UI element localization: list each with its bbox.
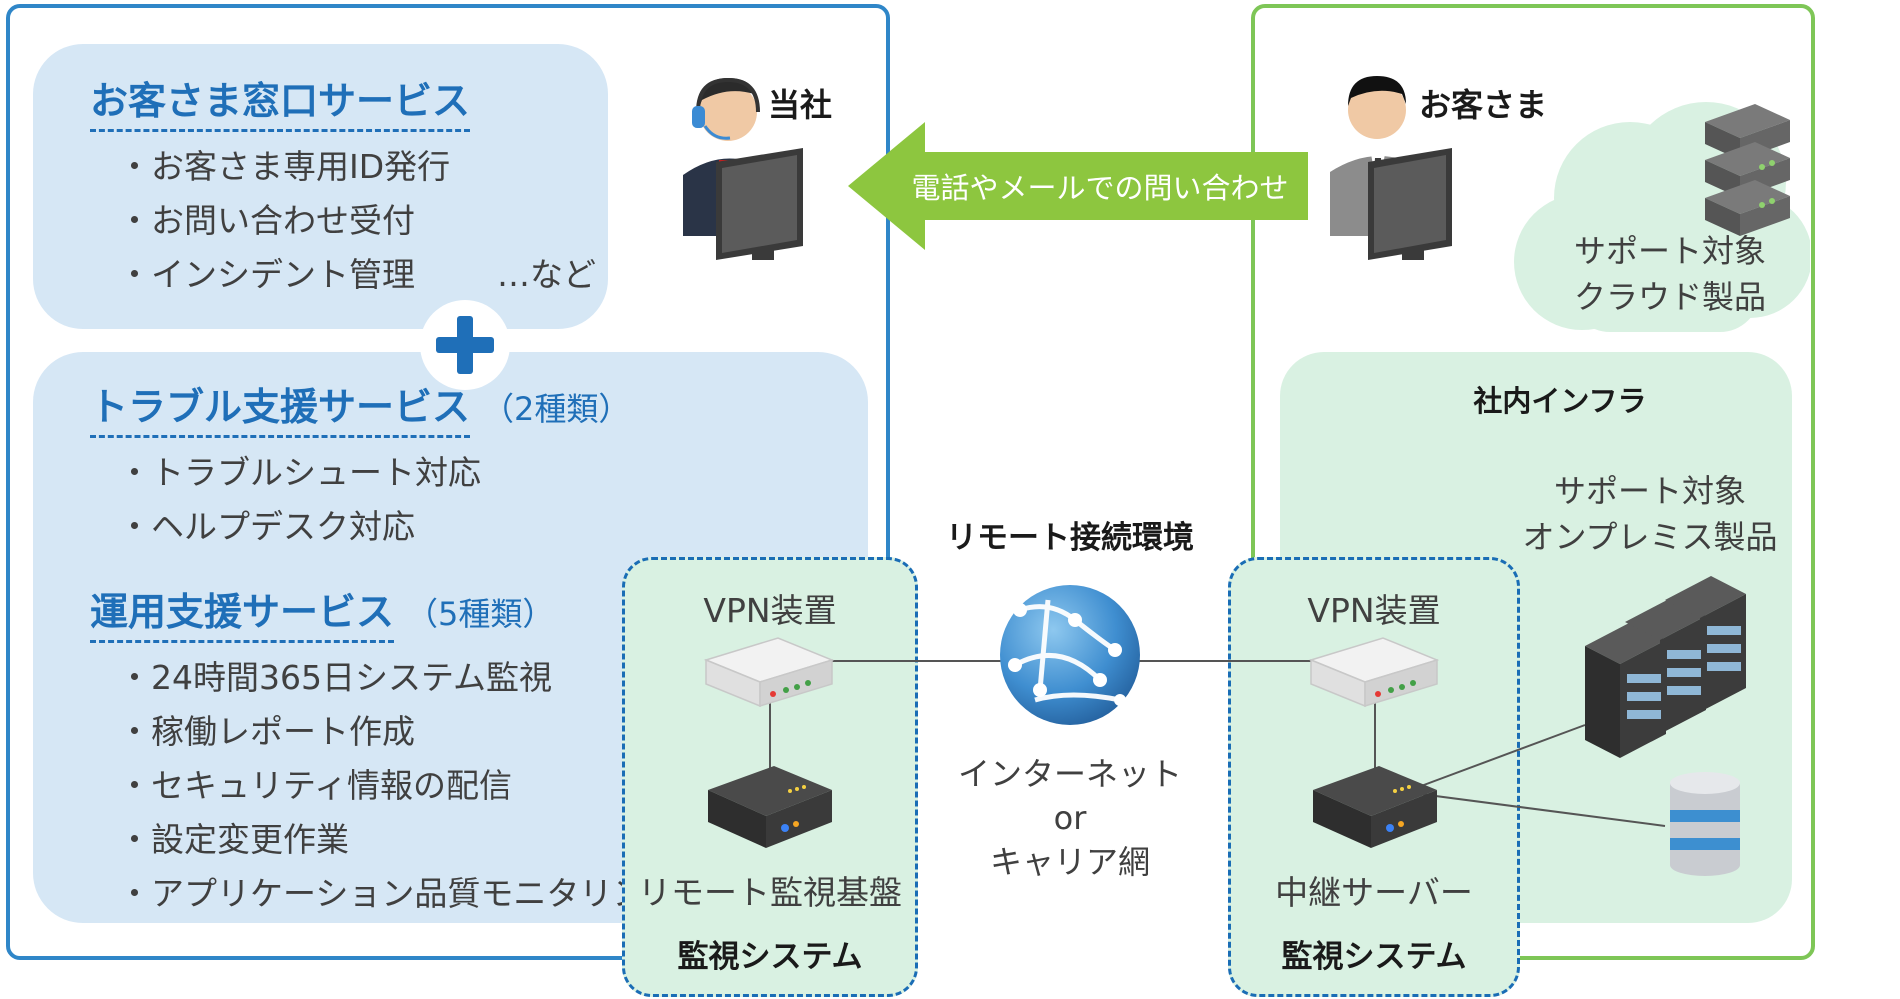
internet-globe (1000, 585, 1140, 725)
list-item: ・ヘルプデスク対応 (118, 507, 415, 546)
inquiry-arrow (848, 122, 1308, 250)
trouble-service-items: ・トラブルシュート対応 ・ヘルプデスク対応 (118, 446, 481, 554)
remote-connection-title: リモート接続環境 (946, 520, 1194, 556)
onprem-server-racks (1585, 576, 1746, 758)
monitoring-server-left (708, 766, 832, 848)
list-item: ・お客さま専用ID発行 (118, 147, 451, 186)
onprem-product-label: サポート対象 オンプレミス製品 (1522, 472, 1778, 556)
vpn-device-right (1308, 637, 1440, 708)
list-item: ・アプリケーション品質モニタリング (118, 874, 679, 913)
infra-title: 社内インフラ (1473, 384, 1647, 418)
list-item: ・お問い合わせ受付 (118, 201, 415, 240)
list-item: ・稼働レポート作成 (118, 712, 415, 751)
right-monitoring-system-label: 監視システム (1281, 939, 1467, 975)
vpn-device-left (703, 637, 835, 708)
cloud-product-label: サポート対象 クラウド製品 (1573, 232, 1766, 316)
list-item: ・設定変更作業 (118, 820, 349, 859)
internet-label: インターネット or キャリア網 (957, 755, 1182, 881)
list-item: ・トラブルシュート対応 (118, 453, 481, 492)
relay-server-right (1313, 766, 1437, 848)
list-item: ・インシデント管理 (118, 255, 415, 294)
database-icon (1670, 772, 1740, 876)
customer-label: お客さま (1419, 86, 1548, 124)
list-item: ・セキュリティ情報の配信 (118, 766, 513, 805)
cloud-server-stack (1705, 104, 1790, 236)
left-monitoring-system-label: 監視システム (677, 939, 863, 975)
ops-service-title: 運用支援サービス（5種類） (90, 590, 554, 643)
customer-person-icon (1330, 76, 1452, 260)
right-vpn-label: VPN装置 (1307, 591, 1441, 630)
operator-person-icon (683, 77, 803, 260)
left-vpn-label: VPN装置 (703, 591, 837, 630)
window-service-panel (33, 44, 608, 329)
customer-frame (1251, 4, 1815, 960)
window-service-items: ・お客さま専用ID発行 ・お問い合わせ受付 ・インシデント管理 (118, 140, 450, 302)
relay-server-label: 中継サーバー (1275, 873, 1473, 912)
list-item: ・24時間365日システム監視 (118, 658, 552, 697)
inquiry-arrow-label: 電話やメールでの問い合わせ (911, 171, 1289, 205)
etc-text: …など (497, 255, 596, 294)
ops-service-items: ・24時間365日システム監視 ・稼働レポート作成 ・セキュリティ情報の配信 ・… (118, 651, 678, 921)
remote-monitoring-platform-label: リモート監視基盤 (638, 873, 902, 912)
our-company-label: 当社 (768, 86, 833, 124)
trouble-service-title: トラブル支援サービス（2種類） (90, 385, 630, 438)
plus-icon (420, 300, 510, 390)
our-company-frame (6, 4, 890, 960)
window-service-title: お客さま窓口サービス (90, 79, 471, 132)
